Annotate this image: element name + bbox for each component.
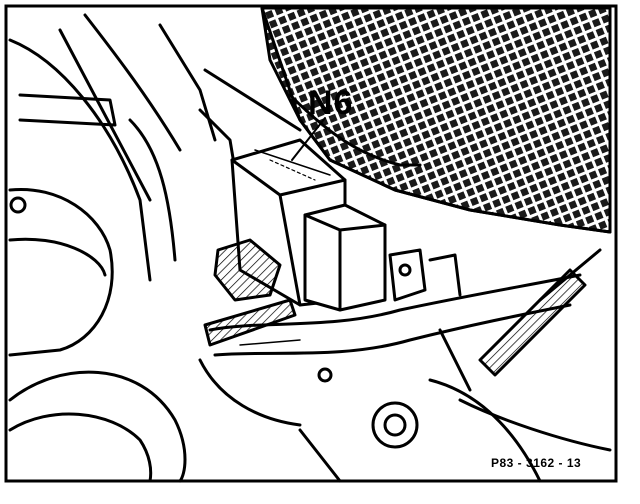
callout-leader	[291, 117, 326, 161]
figure-reference: P83 - 3162 - 13	[491, 456, 582, 470]
hose-clamp	[203, 298, 297, 347]
adjacent-relay	[303, 203, 387, 312]
fluid-reservoir	[8, 187, 114, 357]
connector	[213, 238, 282, 302]
component-callout-label: N6	[308, 84, 354, 122]
